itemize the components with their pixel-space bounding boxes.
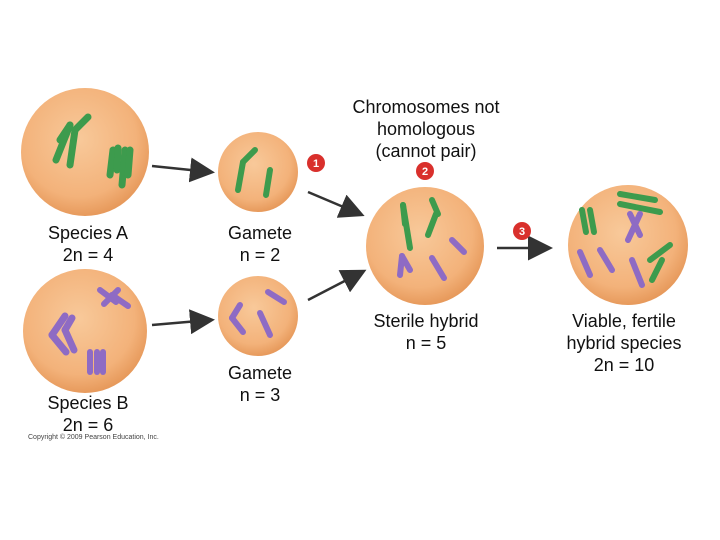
- gamete-a-count: n = 2: [239, 245, 281, 265]
- gamete-a-name: Gamete: [227, 223, 293, 243]
- sterile-hybrid-label: Sterile hybrid n = 5: [356, 310, 496, 354]
- gamete-a-label: Gamete n = 2: [208, 222, 312, 266]
- viable-hybrid-line1: Viable, fertile: [572, 311, 676, 331]
- species-b-cell: [23, 269, 147, 393]
- step-number: 1: [313, 158, 319, 170]
- viable-hybrid-label: Viable, fertile hybrid species 2n = 10: [546, 310, 702, 376]
- arrow-gamete-a-to-hybrid: [307, 190, 365, 218]
- not-homologous-line3: (cannot pair): [375, 141, 477, 161]
- species-a-label: Species A 2n = 4: [32, 222, 144, 266]
- gamete-b-label: Gamete n = 3: [208, 362, 312, 406]
- species-a-name: Species A: [47, 223, 129, 243]
- sterile-hybrid-count: n = 5: [405, 333, 447, 353]
- viable-hybrid-count: 2n = 10: [593, 355, 655, 375]
- gamete-b-cell: [218, 276, 298, 356]
- species-b-chromosomes: [48, 287, 131, 375]
- flow-arrows: [151, 157, 553, 335]
- not-homologous-label: Chromosomes not homologous (cannot pair): [328, 96, 524, 162]
- sterile-hybrid-cell: [366, 187, 484, 305]
- species-a-chromosomes: [52, 113, 134, 189]
- step-number: 3: [519, 226, 525, 238]
- arrow-species-b-to-gamete: [151, 309, 215, 335]
- sterile-hybrid-name: Sterile hybrid: [373, 311, 479, 331]
- gamete-b-name: Gamete: [227, 363, 293, 383]
- copyright-notice: Copyright © 2009 Pearson Education, Inc.: [28, 434, 159, 441]
- viable-hybrid-cell: [568, 185, 688, 305]
- gamete-b-count: n = 3: [239, 385, 281, 405]
- step-badge-3: 3: [513, 222, 531, 240]
- arrow-species-a-to-gamete: [151, 157, 215, 183]
- not-homologous-line1: Chromosomes not: [352, 97, 500, 117]
- arrow-gamete-b-to-hybrid: [307, 269, 367, 302]
- species-b-name: Species B: [47, 393, 129, 413]
- species-b-label: Species B 2n = 6: [32, 392, 144, 436]
- step-badge-2: 2: [416, 162, 434, 180]
- species-b-count: 2n = 6: [62, 415, 114, 435]
- step-number: 2: [422, 166, 428, 178]
- viable-hybrid-line2: hybrid species: [566, 333, 682, 353]
- step-badge-1: 1: [307, 154, 325, 172]
- not-homologous-line2: homologous: [376, 119, 476, 139]
- species-a-count: 2n = 4: [62, 245, 114, 265]
- species-a-cell: [21, 88, 149, 216]
- gamete-a-cell: [218, 132, 298, 212]
